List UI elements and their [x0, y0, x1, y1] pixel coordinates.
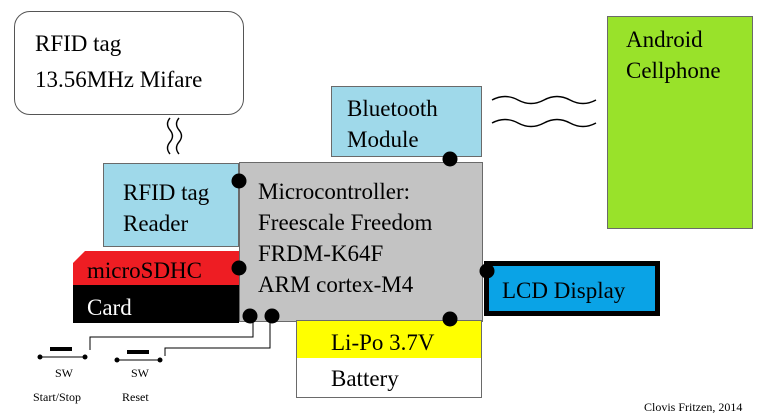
- reset-sw-type: SW: [131, 366, 149, 380]
- card-label: Card: [87, 295, 132, 320]
- battery-box: Li-Po 3.7V Battery: [296, 320, 482, 398]
- lcd-display-box: LCD Display: [484, 261, 660, 316]
- rfid-tag-title: RFID tag: [35, 31, 122, 56]
- dot-start-stop: [242, 308, 258, 324]
- microsd-red-band: [73, 251, 239, 285]
- switch-wires: [89, 315, 271, 356]
- microsd-black-band: [73, 285, 239, 323]
- credit-text: Clovis Fritzen, 2014: [644, 400, 743, 414]
- battery-voltage: Li-Po 3.7V: [331, 330, 435, 355]
- rfid-tag-frequency: 13.56MHz Mifare: [35, 67, 203, 92]
- bluetooth-module-box: Bluetooth Module: [331, 86, 482, 157]
- start-stop-switch: [37, 347, 88, 360]
- dot-rfid-reader: [231, 173, 247, 189]
- microsd-card: microSDHC Card: [73, 251, 239, 323]
- lcd-label: LCD Display: [502, 278, 626, 303]
- dot-battery: [442, 311, 458, 327]
- mcu-line1: Microcontroller:: [258, 179, 411, 204]
- dot-bluetooth: [442, 151, 458, 167]
- rfid-reader-box: RFID tag Reader: [103, 163, 239, 247]
- rfid-reader-line2: Reader: [123, 211, 189, 236]
- rfid-tag-box: RFID tag 13.56MHz Mifare: [14, 11, 244, 115]
- start-stop-sw-type: SW: [55, 366, 73, 380]
- android-line2: Cellphone: [626, 58, 721, 83]
- reset-switch: [114, 350, 163, 363]
- dot-lcd: [479, 263, 495, 279]
- connection-dots: [231, 151, 495, 327]
- microsd-label: microSDHC: [87, 258, 202, 283]
- dot-reset: [264, 308, 280, 324]
- mcu-line4: ARM cortex-M4: [258, 272, 414, 297]
- bluetooth-line2: Module: [347, 127, 419, 152]
- mcu-line2: Freescale Freedom: [258, 210, 433, 235]
- bluetooth-line1: Bluetooth: [347, 96, 438, 121]
- start-stop-label: Start/Stop: [33, 390, 82, 404]
- bluetooth-wireless-link: [491, 95, 597, 128]
- rfid-wireless-link: [166, 117, 183, 155]
- battery-label: Battery: [331, 366, 399, 391]
- microcontroller-box: Microcontroller: Freescale Freedom FRDM-…: [239, 162, 483, 322]
- battery-yellow-band: [297, 321, 481, 358]
- dot-microsd: [231, 260, 247, 276]
- android-cellphone-box: Android Cellphone: [607, 16, 753, 229]
- mcu-line3: FRDM-K64F: [258, 241, 384, 266]
- rfid-reader-line1: RFID tag: [123, 180, 210, 205]
- android-line1: Android: [626, 27, 703, 52]
- reset-label: Reset: [122, 390, 149, 404]
